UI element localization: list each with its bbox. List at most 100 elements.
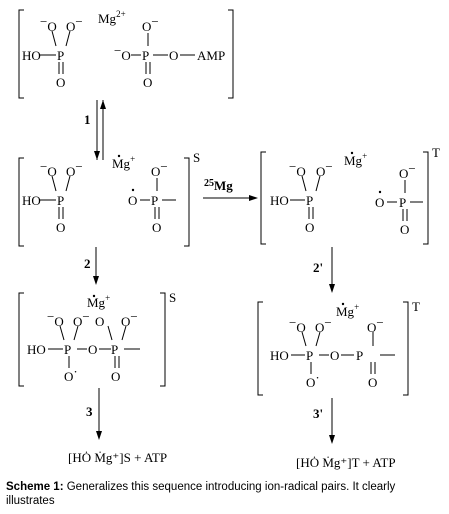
label-o: O (143, 75, 152, 90)
step-1-label: 1 (84, 112, 91, 127)
label-p: P (111, 342, 118, 357)
block2-left-bracket (18, 157, 24, 247)
label-o-minus: −O (40, 159, 57, 179)
block2-right-bracket (184, 157, 190, 247)
spin-singlet-label: S (193, 150, 200, 165)
step-3p-label: 3' (313, 406, 323, 421)
radical-dot (341, 302, 345, 306)
label-o-minus: −O (47, 309, 64, 329)
block2p-left-bracket (260, 151, 266, 245)
bond (73, 325, 79, 341)
label-p-bracket: P (356, 348, 363, 363)
label-o-radical: O· (306, 370, 320, 390)
label-p: P (399, 195, 406, 210)
label-p: P (64, 342, 71, 357)
label-o-minus: O− (316, 159, 333, 179)
label-o: O (56, 220, 65, 235)
caption-label: Scheme 1: (6, 481, 64, 493)
label-o-minus: O− (151, 159, 168, 179)
radical-dot (378, 190, 382, 194)
label-o-minus: −O (289, 315, 306, 335)
label-o-minus: O− (121, 309, 138, 329)
bond (51, 30, 57, 47)
label-o: O (330, 348, 339, 363)
radical-dot (92, 294, 96, 298)
product-triplet: [HȮ Ṁg⁺]T + ATP (296, 455, 396, 470)
spin-singlet-label: S (169, 290, 176, 305)
block3p-right-bracket (403, 301, 409, 396)
label-ho: HO (270, 193, 289, 208)
bond (107, 325, 113, 341)
label-o-minus: O− (399, 161, 416, 181)
label-o-minus: O− (66, 14, 83, 34)
label-ho: HO (27, 342, 46, 357)
bond (65, 30, 71, 47)
label-o: O (400, 222, 409, 237)
bond (51, 175, 57, 192)
radical-dot (131, 188, 135, 192)
label-o-radical: O· (64, 364, 78, 384)
radical-dot (117, 154, 121, 158)
block2p-right-bracket (423, 151, 429, 245)
label-o-minus: O− (66, 159, 83, 179)
bond (301, 331, 307, 347)
bond (121, 325, 127, 341)
product-singlet: [HȮ Ṁg⁺]S + ATP (68, 450, 167, 465)
block1-right-bracket (228, 9, 234, 99)
label-mg: Mg2+ (98, 9, 126, 26)
label-ho: HO (22, 193, 41, 208)
arrowhead (96, 431, 102, 440)
arrowhead (94, 151, 100, 160)
label-p: P (57, 193, 64, 208)
radical-dot (350, 151, 354, 155)
reaction-scheme: HO P −O O− O Mg2+ O− −O P O O AMP 1 HO P… (18, 9, 440, 470)
label-ho: HO (270, 348, 289, 363)
label-o: O (111, 369, 120, 384)
figure-caption: Scheme 1: Generalizes this sequence intr… (6, 480, 446, 508)
label-o: O (128, 193, 137, 208)
label-mg: Mg+ (87, 293, 110, 310)
label-o: O (95, 314, 104, 329)
arrowhead (100, 100, 106, 109)
bond (59, 325, 65, 341)
bond (65, 175, 71, 192)
spin-triplet-label: T (432, 145, 440, 160)
label-o-minus: −O (114, 43, 131, 63)
label-o-minus: O− (367, 315, 384, 335)
step-2-label: 2 (84, 256, 91, 271)
arrowhead (249, 195, 258, 201)
bond (315, 331, 321, 347)
label-o-minus: O− (142, 14, 159, 34)
step-2p-label: 2' (313, 260, 323, 275)
label-p: P (306, 348, 313, 363)
label-o: O (88, 342, 97, 357)
block3-left-bracket (18, 292, 24, 387)
label-o-minus: O− (315, 315, 332, 335)
label-mg: Mg+ (112, 154, 135, 171)
label-o: O (368, 375, 377, 390)
label-o: O (305, 220, 314, 235)
label-o: O (169, 48, 178, 63)
step-3-label: 3 (86, 404, 93, 419)
block1-left-bracket (18, 9, 24, 99)
label-o-minus: O− (73, 309, 90, 329)
bond (315, 175, 321, 192)
label-o: O (375, 195, 384, 210)
block3p-left-bracket (257, 301, 263, 396)
label-o-minus: −O (40, 14, 57, 34)
label-ho: HO (22, 48, 41, 63)
bond (301, 175, 307, 192)
arrowhead (329, 435, 335, 444)
label-p: P (306, 193, 313, 208)
arrowhead (93, 276, 99, 285)
label-o: O (152, 220, 161, 235)
caption-text: Generalizes this sequence introducing io… (6, 481, 396, 507)
label-o-minus: −O (289, 159, 306, 179)
label-p: P (142, 48, 149, 63)
block3-right-bracket (160, 292, 166, 387)
label-o: O (56, 75, 65, 90)
isotope-label: 25Mg (204, 178, 233, 193)
label-p: P (151, 193, 158, 208)
label-mg: Mg+ (336, 302, 359, 319)
